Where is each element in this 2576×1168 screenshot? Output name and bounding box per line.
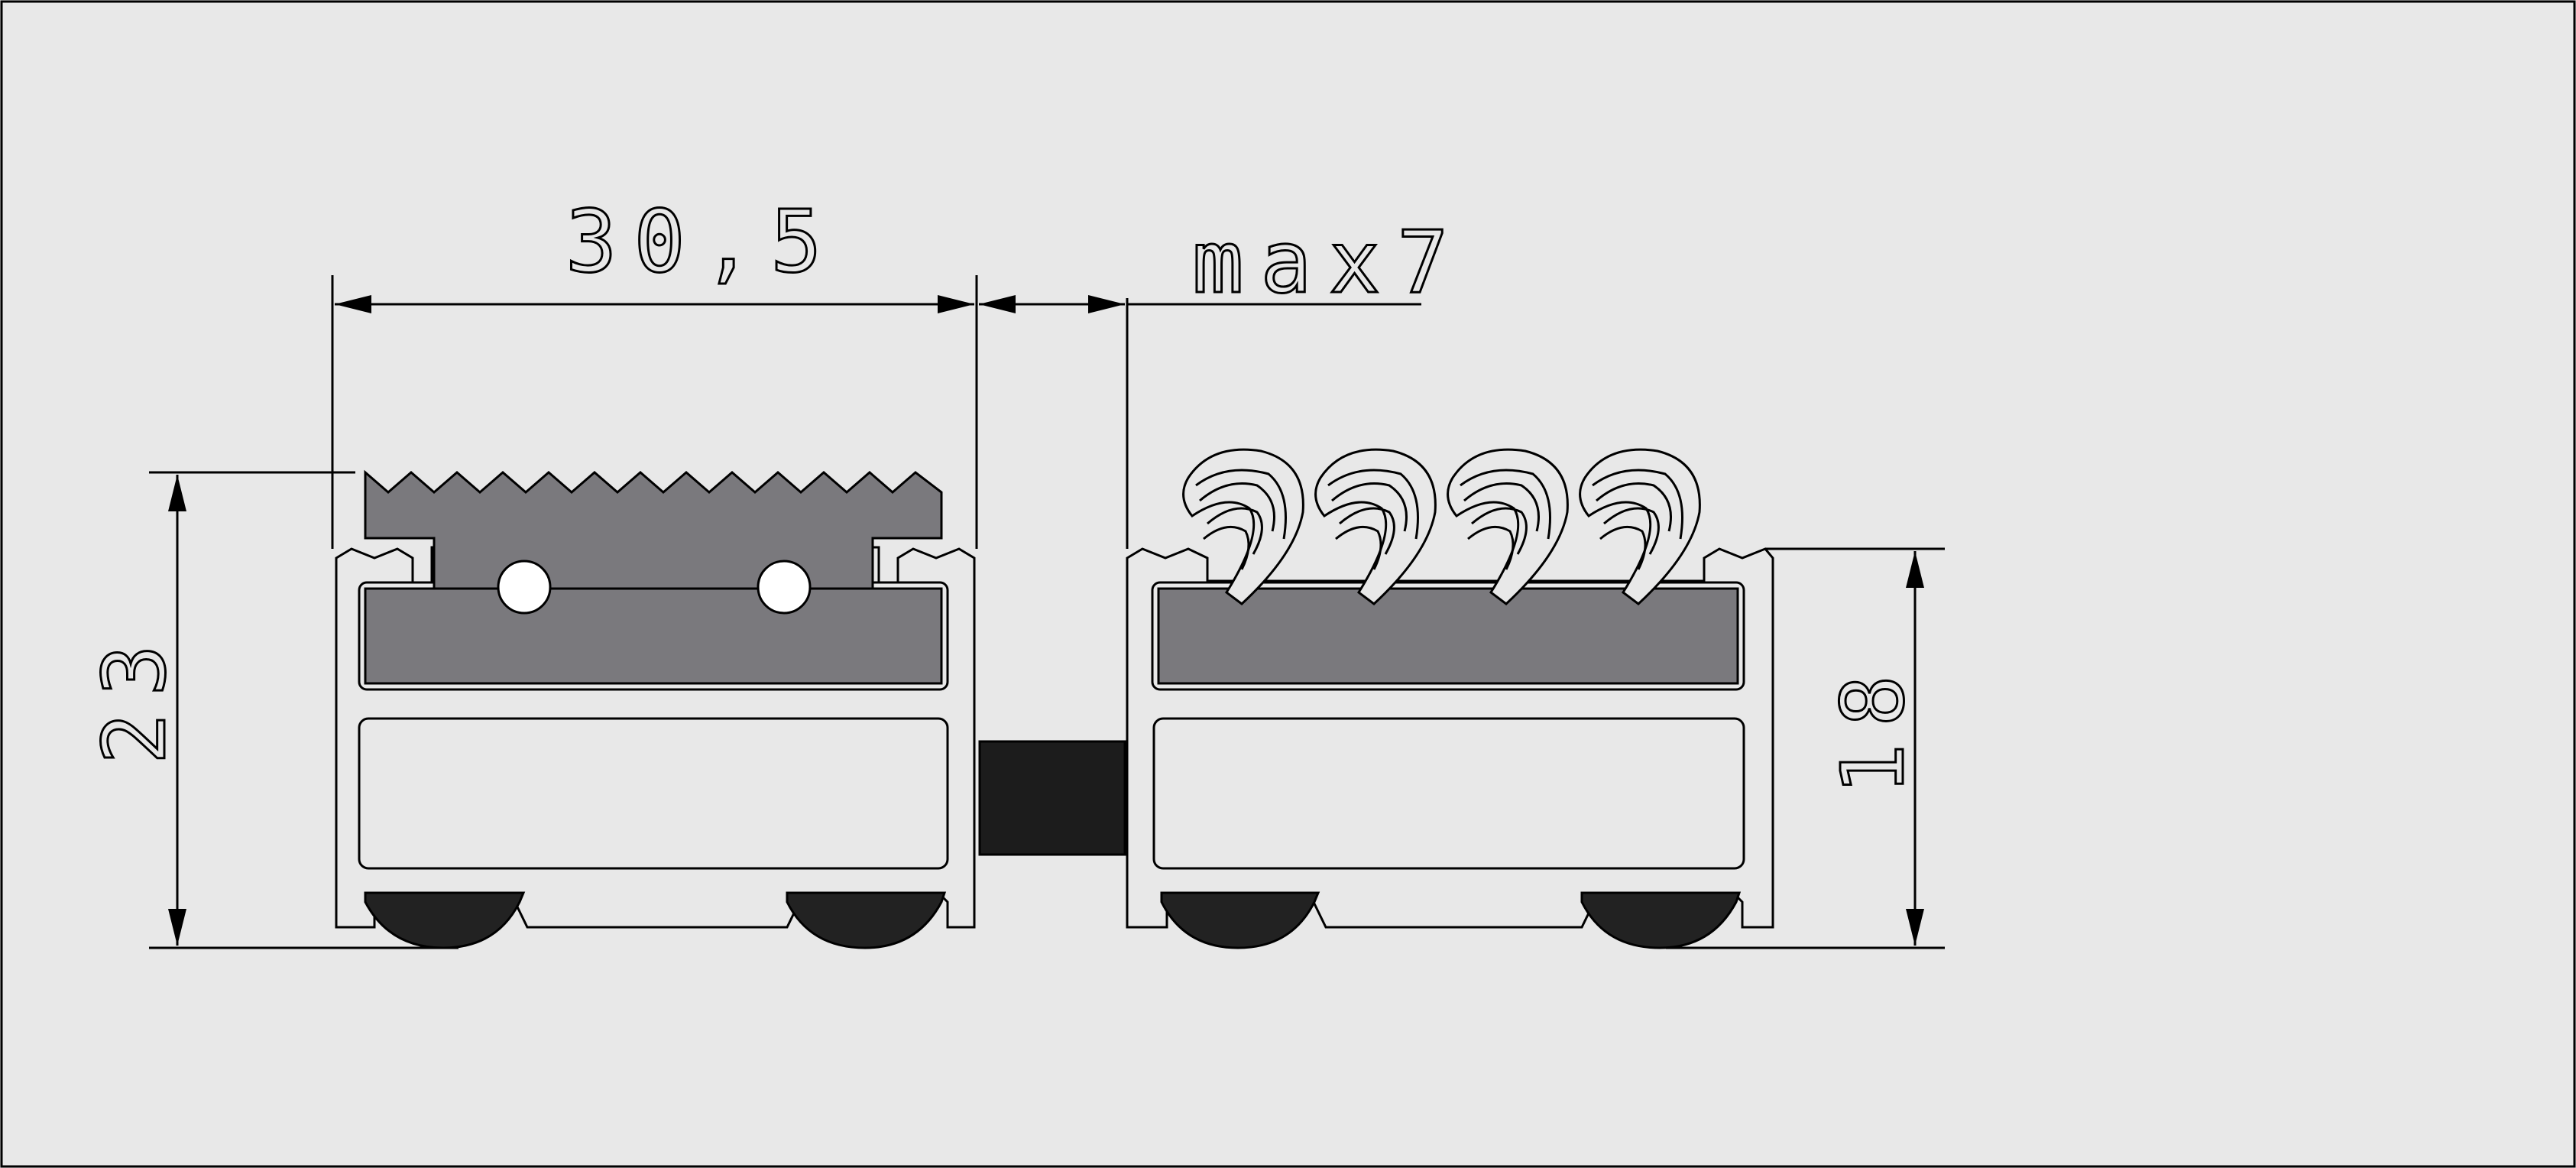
- left-profile: [335, 469, 976, 949]
- brush-tuft: [1579, 448, 1701, 605]
- left-lower-chamber: [358, 717, 949, 870]
- black-spacer: [978, 740, 1126, 856]
- right-profile: [1126, 547, 1774, 949]
- rubber-foot: [1160, 891, 1320, 949]
- profile-height-dimension-label: 18: [1824, 658, 1923, 795]
- rubber-foot: [1580, 891, 1742, 949]
- rubber-insert-base: [364, 587, 943, 685]
- rubber-foot: [786, 891, 947, 949]
- rubber-hole-left: [497, 560, 552, 615]
- width-dimension-label: 30,5: [565, 193, 839, 292]
- right-lower-chamber: [1152, 717, 1745, 870]
- total-height-dimension-label: 23: [86, 628, 185, 764]
- rubber-serrated-insert: [364, 469, 943, 590]
- rubber-hole-right: [757, 560, 812, 615]
- gap-dimension-label: max7: [1192, 213, 1466, 313]
- brush-tuft: [1314, 448, 1437, 605]
- brush-tuft: [1182, 448, 1304, 605]
- brush-tuft: [1447, 448, 1569, 605]
- dimension-lines: [149, 275, 1945, 949]
- brush-tufts-insert: [1182, 448, 1701, 605]
- brush-insert-base: [1157, 587, 1739, 685]
